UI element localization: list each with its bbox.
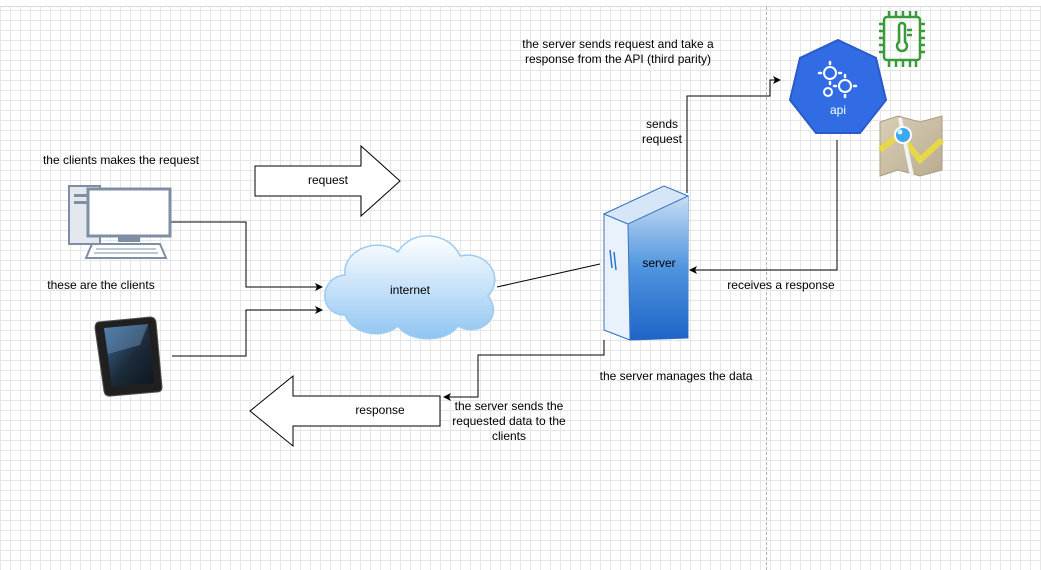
- iot-thermometer-chip-icon[interactable]: [879, 11, 925, 67]
- server-tower-icon[interactable]: [602, 185, 690, 341]
- internet-label: internet: [389, 283, 431, 297]
- label-server-manages: the server manages the data: [599, 369, 753, 383]
- connector-internet-server: [496, 263, 601, 288]
- kubernetes-api-icon[interactable]: [788, 38, 888, 134]
- map-location-icon[interactable]: [878, 115, 945, 177]
- connector-tablet-internet: [172, 306, 323, 357]
- connector-server-api: [686, 76, 781, 193]
- vertical-divider: [766, 7, 767, 570]
- label-these-are-clients: these are the clients: [47, 278, 155, 292]
- connector-desktop-internet: [171, 221, 323, 291]
- response-arrow-label: response: [355, 403, 405, 417]
- tablet-icon[interactable]: [94, 316, 163, 397]
- request-arrow-shape[interactable]: [254, 144, 401, 218]
- response-arrow-shape[interactable]: [249, 374, 441, 448]
- label-receives-response: receives a response: [727, 278, 835, 292]
- label-server-sends-request-api: the server sends request and take a resp…: [522, 37, 714, 66]
- cloud-icon[interactable]: [324, 235, 496, 340]
- server-label: server: [642, 256, 676, 270]
- connector-api-server: [689, 140, 838, 274]
- label-clients-request: the clients makes the request: [42, 153, 200, 167]
- label-sends-request: sends request: [641, 117, 683, 146]
- desktop-computer-icon[interactable]: [68, 185, 172, 259]
- request-arrow-label: request: [307, 173, 349, 187]
- label-server-sends-data: the server sends the requested data to t…: [452, 399, 566, 443]
- canvas-top-bar: [0, 0, 1041, 7]
- api-label: api: [829, 103, 846, 117]
- connector-server-response: [443, 340, 605, 401]
